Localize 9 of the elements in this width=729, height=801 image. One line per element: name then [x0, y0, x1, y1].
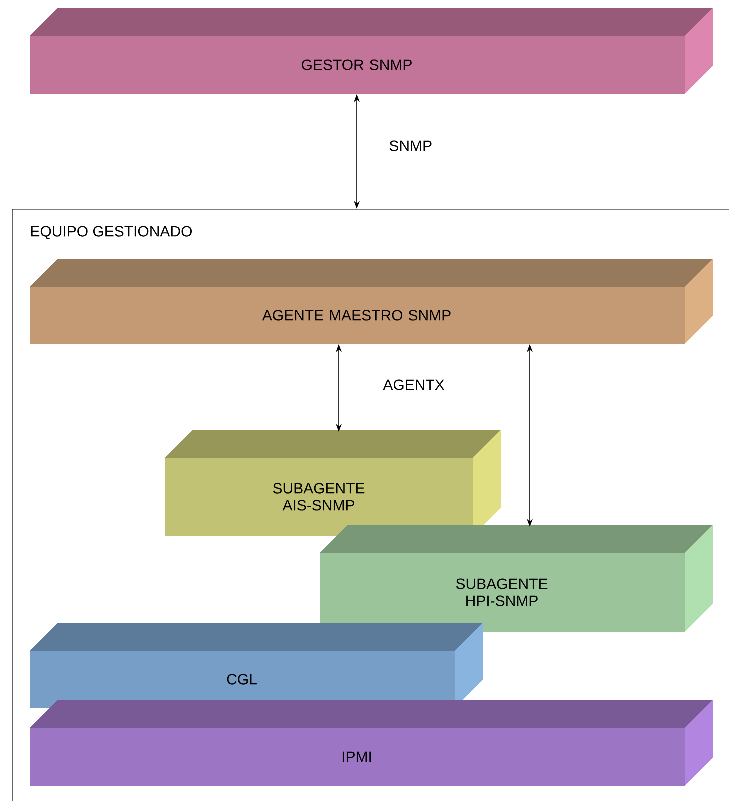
- layer-block: GESTOR SNMP: [30, 8, 713, 94]
- edge-label: SNMP: [388, 140, 434, 152]
- layer-block: SUBAGENTE AIS-SNMP: [165, 430, 501, 536]
- layer-block: AGENTE MAESTRO SNMP: [30, 259, 713, 344]
- layer-block: SUBAGENTE HPI-SNMP: [320, 525, 713, 632]
- edge-label: AGENTX: [382, 378, 446, 392]
- layer-block: CGL: [30, 623, 483, 708]
- layer-block: IPMI: [30, 700, 713, 786]
- container-heading: EQUIPO GESTIONADO: [31, 226, 192, 240]
